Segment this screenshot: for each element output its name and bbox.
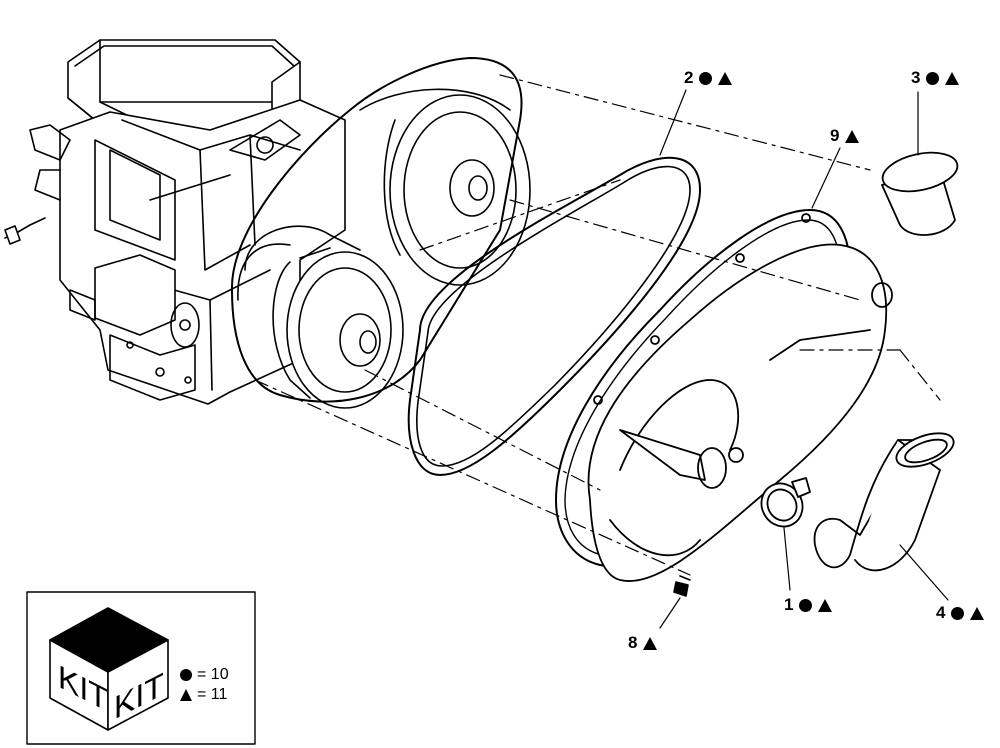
screw [673,575,691,597]
leader-lines [659,89,949,629]
triangle-icon [970,606,985,620]
kit-legend-triangle: = 11 [180,686,227,704]
drive-pulley [237,225,404,409]
kit-legend-dot: = 10 [180,666,229,684]
drive-belt [407,156,701,476]
callout-3-number: 3 [911,68,921,87]
kit-legend-dot-text: = 10 [197,666,229,683]
callout-8-number: 8 [628,633,638,652]
callout-2: 2 [684,68,733,88]
callout-9-number: 9 [830,126,840,145]
hose-clamp [760,477,811,528]
kit-legend-triangle-text: = 11 [197,686,228,703]
inner-cover-gasket [230,57,523,403]
dot-icon [699,71,713,85]
triangle-icon [643,636,658,650]
callout-1-number: 1 [784,595,794,614]
cvt-outer-cover [587,213,893,582]
triangle-icon [180,689,192,701]
driven-pulley [359,88,531,286]
triangle-icon [945,71,960,85]
dot-icon [951,606,965,620]
callout-8: 8 [628,633,658,653]
callout-4: 4 [936,603,985,623]
callout-2-number: 2 [684,68,694,87]
triangle-icon [718,71,733,85]
alignment-lines [254,74,941,576]
cvt-cover-gasket [555,209,851,568]
triangle-icon [818,598,833,612]
dot-icon [926,71,940,85]
kit-box-icon [49,607,169,731]
dot-icon [180,669,192,681]
callout-4-number: 4 [936,603,946,622]
air-duct-cap [881,151,959,236]
callout-3: 3 [911,68,960,88]
dot-icon [799,598,813,612]
callout-1: 1 [784,595,833,615]
triangle-icon [845,129,860,143]
elbow-duct [813,432,955,572]
callout-9: 9 [830,126,860,146]
